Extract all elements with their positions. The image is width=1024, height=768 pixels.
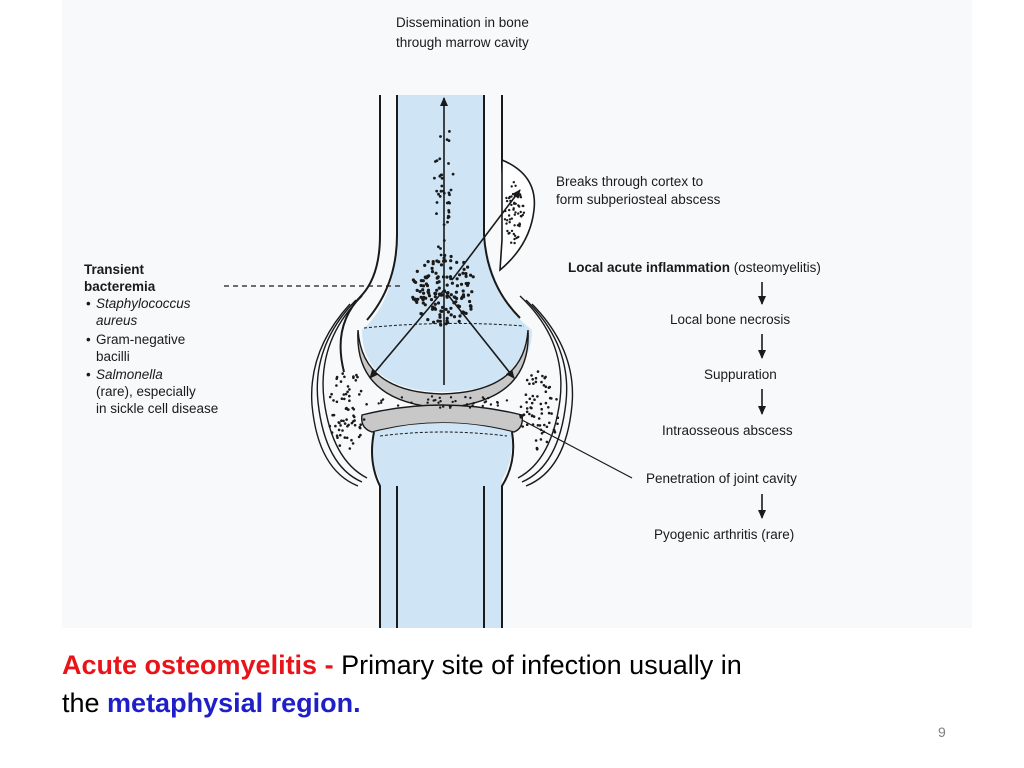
bullet-2-line1: Gram-negative [96, 332, 185, 347]
dissemination-label: Dissemination in bone through marrow cav… [396, 15, 533, 50]
bacteria-stipple [328, 130, 560, 451]
joint-capsule [310, 295, 574, 487]
caption: Acute osteomyelitis - Primary site of in… [62, 646, 962, 722]
spread-arrows [369, 97, 521, 385]
flow-step-4: Intraosseous abscess [662, 423, 793, 438]
transient-title-line1: Transient [84, 262, 145, 277]
bullet-1-line1: Staphylococcus [96, 296, 191, 311]
bullet-3-line1: Salmonella [96, 367, 163, 382]
bullet-2-line2: bacilli [96, 349, 130, 364]
bone-illustration [310, 95, 574, 628]
flow-step-1: Local acute inflammation (osteomyelitis) [568, 260, 821, 275]
subperiosteal-abscess [499, 158, 536, 272]
flow-step-2: Local bone necrosis [670, 312, 790, 327]
flow-step-5: Penetration of joint cavity [646, 471, 797, 486]
lower-bone [372, 423, 513, 628]
caption-highlight: metaphysial region. [107, 688, 361, 718]
caption-title: Acute osteomyelitis - [62, 650, 342, 680]
upper-marrow [362, 95, 532, 392]
osteomyelitis-figure: Dissemination in bone through marrow cav… [62, 0, 972, 628]
transient-title-line2: bacteremia [84, 279, 156, 294]
pathogenesis-flow: Local acute inflammation (osteomyelitis)… [568, 260, 821, 542]
bullet-1-line2: aureus [96, 313, 138, 328]
caption-text-2: the [62, 688, 108, 718]
flow-step-6: Pyogenic arthritis (rare) [654, 527, 794, 542]
transient-bacteremia-label: Transient bacteremia • Staphylococcus au… [84, 262, 218, 416]
flow-step-3: Suppuration [704, 367, 777, 382]
bullet-3-line2: (rare), especially [96, 384, 196, 399]
breaks-through-label: Breaks through cortex to form subperiost… [556, 174, 721, 207]
lower-articular-cartilage [361, 404, 524, 433]
lower-cortex [371, 431, 515, 628]
bullet-2: • [86, 332, 91, 347]
upper-articular-cartilage [357, 329, 529, 409]
bullet-3: • [86, 367, 91, 382]
caption-text-1: Primary site of infection usually in [341, 650, 742, 680]
slide-number: 9 [938, 724, 946, 740]
bullet-3-line3: in sickle cell disease [96, 401, 218, 416]
label-pointers [224, 285, 633, 479]
bullet-1: • [86, 296, 91, 311]
